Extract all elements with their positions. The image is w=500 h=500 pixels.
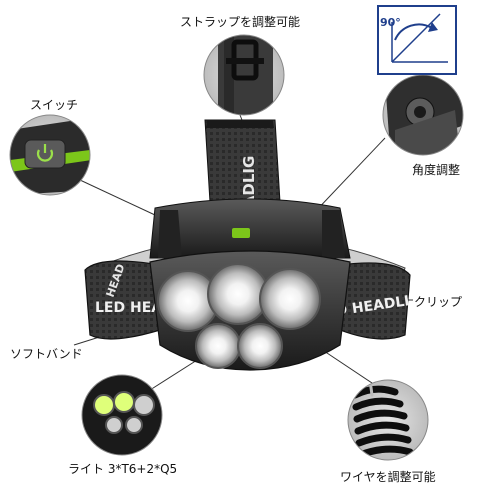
- detail-wire: [347, 379, 429, 461]
- detail-angle: [382, 74, 464, 156]
- angle-inset: 90°: [377, 5, 457, 75]
- lens-4: [195, 323, 241, 369]
- band-text-left: LED HEAD: [95, 300, 174, 316]
- power-switch-icon: [36, 144, 54, 162]
- label-clip: クリップ: [414, 295, 463, 309]
- angle-degree-text: 90°: [380, 16, 401, 29]
- label-switch: スイッチ: [30, 98, 79, 112]
- label-soft-band: ソフトバンド: [10, 347, 83, 361]
- label-light: ライト 3*T6+2*Q5: [68, 462, 178, 476]
- lenses: [157, 263, 321, 369]
- lens-3: [259, 268, 321, 330]
- battery-housing: [149, 198, 351, 259]
- label-strap: ストラップを調整可能: [180, 15, 301, 29]
- lens-5: [237, 323, 283, 369]
- label-angle: 角度調整: [412, 163, 461, 177]
- detail-strap: [203, 34, 285, 116]
- detail-light: [81, 374, 163, 456]
- detail-switch: [9, 114, 91, 196]
- label-wire: ワイヤを調整可能: [340, 470, 436, 484]
- lens-2: [207, 263, 269, 325]
